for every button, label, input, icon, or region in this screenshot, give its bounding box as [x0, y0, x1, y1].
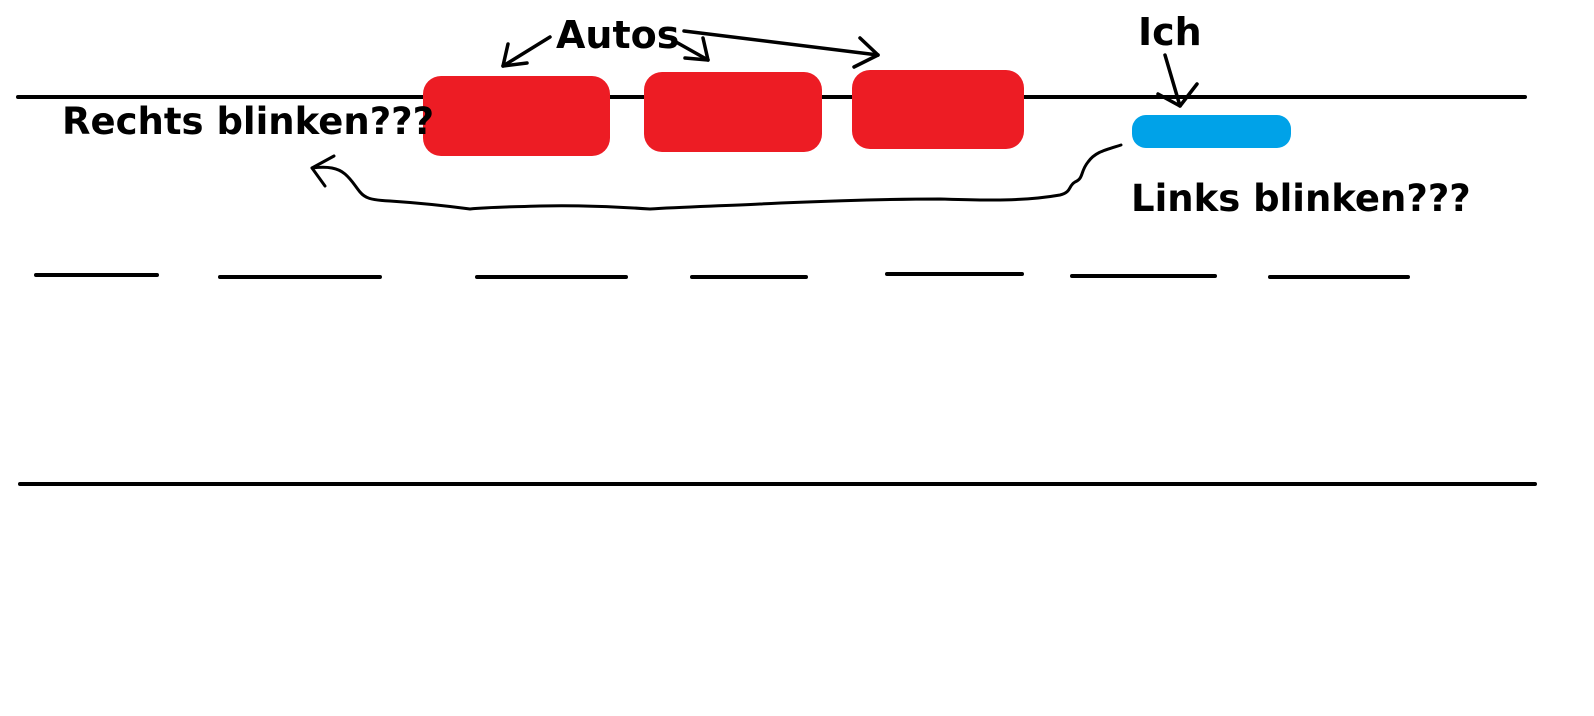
parked-car-1: [423, 76, 610, 156]
arrow-to-car-2: [674, 40, 710, 62]
maneuver-arrow-head: [310, 154, 336, 188]
arrow-to-car-1: [501, 35, 552, 68]
cars-label: Autos: [556, 13, 680, 57]
right-signal-label: Rechts blinken???: [62, 100, 435, 143]
lane-divider-dashed: [34, 272, 1410, 279]
parked-car-2: [644, 72, 822, 152]
maneuver-curve: [310, 143, 1123, 211]
left-signal-label: Links blinken???: [1131, 177, 1471, 220]
me-label: Ich: [1138, 10, 1202, 54]
maneuver-path: [310, 143, 1123, 211]
arrow-head-car-3: [852, 36, 880, 69]
arrow-head-car-1: [501, 42, 529, 68]
arrow-to-car-3: [682, 29, 880, 57]
parked-car-3: [852, 70, 1024, 149]
arrow-head-car-2: [683, 36, 710, 62]
autos-arrows: [501, 29, 880, 69]
arrow-head-my-car: [1156, 82, 1199, 108]
my-car: [1132, 115, 1291, 148]
arrow-to-my-car: [1163, 53, 1182, 108]
ich-arrow: [1156, 53, 1199, 108]
